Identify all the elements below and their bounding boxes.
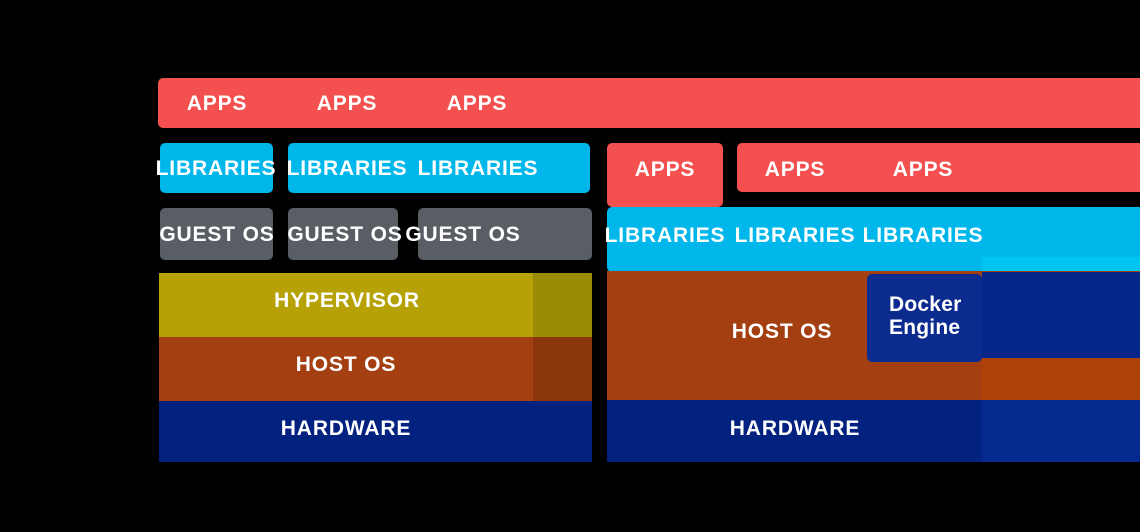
- vm-apps-label: APPS: [316, 92, 378, 115]
- container-host-os-extension: [982, 358, 1140, 400]
- vm-guest-os-label: GUEST OS: [159, 223, 275, 246]
- docker-engine-label-line: Engine: [889, 316, 961, 339]
- docker-engine-label: Docker Engine: [889, 293, 961, 339]
- vm-guest-os-label: GUEST OS: [405, 223, 521, 246]
- container-libraries-label: LIBRARIES: [604, 224, 726, 247]
- docker-engine-box: [867, 274, 982, 362]
- vm-guest-os-box: [418, 208, 592, 260]
- vm-libraries-label: LIBRARIES: [286, 157, 408, 180]
- docker-engine-label-line: Docker: [889, 293, 962, 316]
- container-hardware-extension: [982, 400, 1140, 462]
- container-apps-box: [607, 143, 723, 207]
- docker-engine-panel-extension: [982, 272, 1140, 358]
- container-apps-box: [737, 143, 1140, 192]
- vm-apps-bar: [158, 78, 1140, 128]
- container-apps-label: APPS: [892, 158, 954, 181]
- vm-libraries-box: [288, 143, 590, 193]
- vm-hardware-label: HARDWARE: [280, 417, 412, 440]
- container-apps-label: APPS: [634, 158, 696, 181]
- vm-guest-os-box: [160, 208, 273, 260]
- container-apps-label: APPS: [764, 158, 826, 181]
- vm-hardware-block: [159, 401, 592, 462]
- container-libraries-label: LIBRARIES: [734, 224, 856, 247]
- container-libraries-label: LIBRARIES: [862, 224, 984, 247]
- vm-apps-label: APPS: [186, 92, 248, 115]
- container-libraries-extension: [982, 257, 1140, 272]
- vm-host-os-label: HOST OS: [295, 353, 397, 376]
- vm-guest-os-label: GUEST OS: [287, 223, 403, 246]
- vm-hypervisor-block: [159, 273, 592, 337]
- vm-host-os-block: [159, 337, 592, 401]
- vm-libraries-label: LIBRARIES: [417, 157, 539, 180]
- vm-apps-label: APPS: [446, 92, 508, 115]
- container-hardware-label: HARDWARE: [729, 417, 861, 440]
- vm-libraries-label: LIBRARIES: [155, 157, 277, 180]
- vm-hypervisor-label: HYPERVISOR: [274, 289, 420, 312]
- container-host-os-label: HOST OS: [731, 320, 833, 343]
- vm-libraries-box: [160, 143, 273, 193]
- vm-guest-os-box: [288, 208, 398, 260]
